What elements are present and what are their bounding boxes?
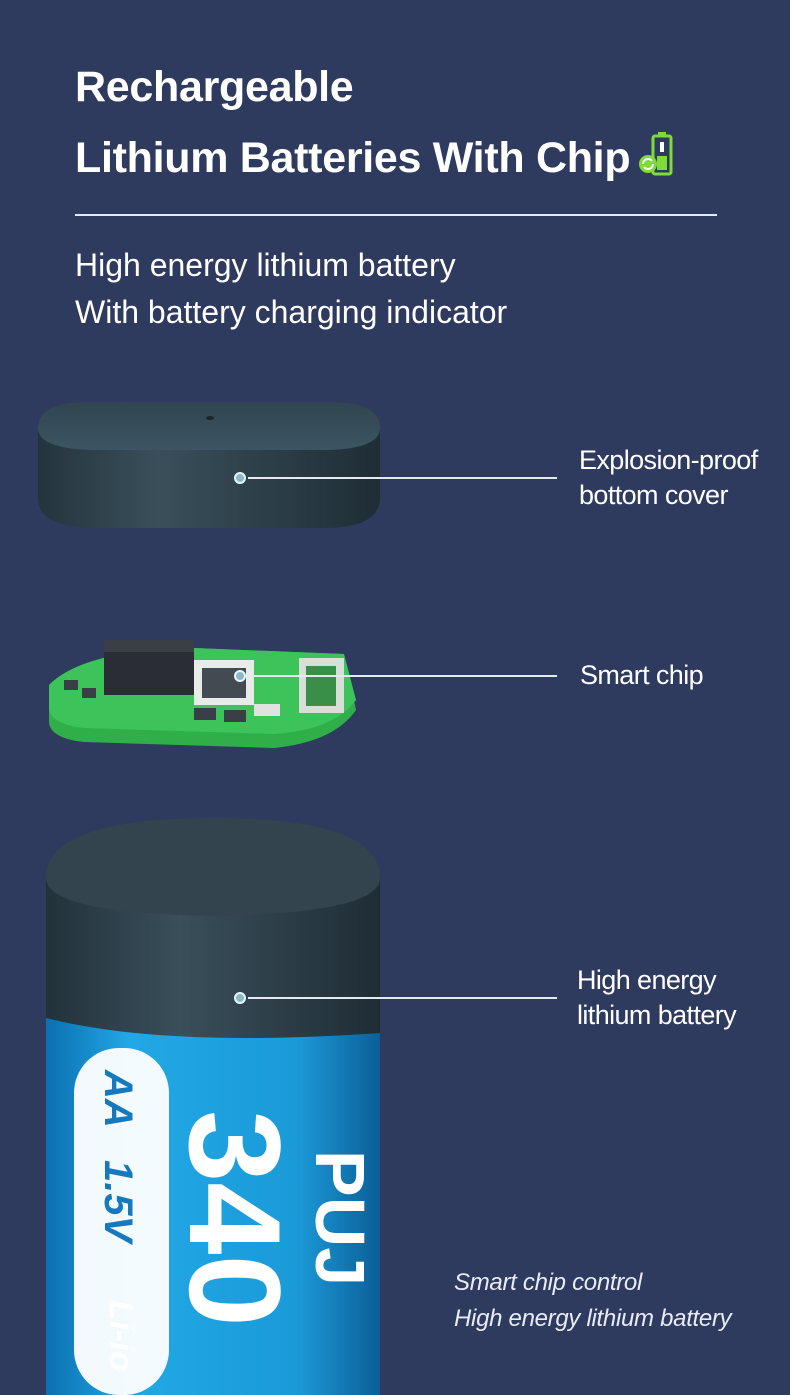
footnote-line-1: Smart chip control xyxy=(454,1269,643,1296)
battery-label-line-1: High energy xyxy=(577,965,717,995)
footnote-line-2: High energy lithium battery xyxy=(454,1305,732,1332)
smart-chip-illustration xyxy=(48,640,357,748)
cover-callout-line xyxy=(248,477,557,479)
title-line-2: Lithium Batteries With Chip xyxy=(75,123,678,198)
battery-brand-label: PUJ xyxy=(301,1150,379,1287)
battery-callout-text: High energy lithium battery xyxy=(577,963,737,1033)
battery-callout-dot xyxy=(234,992,246,1004)
battery-capacity-label: 340 xyxy=(162,1110,308,1327)
chip-callout-line xyxy=(248,675,557,677)
battery-label-line-2: lithium battery xyxy=(577,1000,737,1030)
battery-label: AA 1.5V Li-io 340 PUJ xyxy=(60,1050,380,1395)
intro-text: High energy lithium battery With battery… xyxy=(75,242,507,336)
cover-label-line-2: bottom cover xyxy=(579,480,728,510)
chip-callout-text: Smart chip xyxy=(580,658,704,693)
chip-label-line-1: Smart chip xyxy=(580,660,704,690)
footnote: Smart chip control High energy lithium b… xyxy=(454,1265,732,1337)
intro-line-2: With battery charging indicator xyxy=(75,294,508,330)
title-divider xyxy=(75,214,717,216)
chip-callout-dot xyxy=(234,670,246,682)
cover-callout-dot xyxy=(234,472,246,484)
cover-callout-text: Explosion-proof bottom cover xyxy=(579,443,758,513)
bottom-cover-illustration xyxy=(38,402,380,528)
title-line-1: Rechargeable xyxy=(75,63,354,111)
title-line-2-text: Lithium Batteries With Chip xyxy=(75,134,631,182)
battery-recycle-icon xyxy=(638,127,678,198)
page-title: Rechargeable Lithium Batteries With Chip xyxy=(75,52,678,198)
battery-callout-line xyxy=(248,997,557,999)
battery-type-label: Li-io xyxy=(102,1300,140,1372)
cover-label-line-1: Explosion-proof xyxy=(579,445,758,475)
battery-size-label: AA xyxy=(96,1070,140,1128)
intro-line-1: High energy lithium battery xyxy=(75,247,456,283)
battery-voltage-label: 1.5V xyxy=(96,1160,140,1243)
